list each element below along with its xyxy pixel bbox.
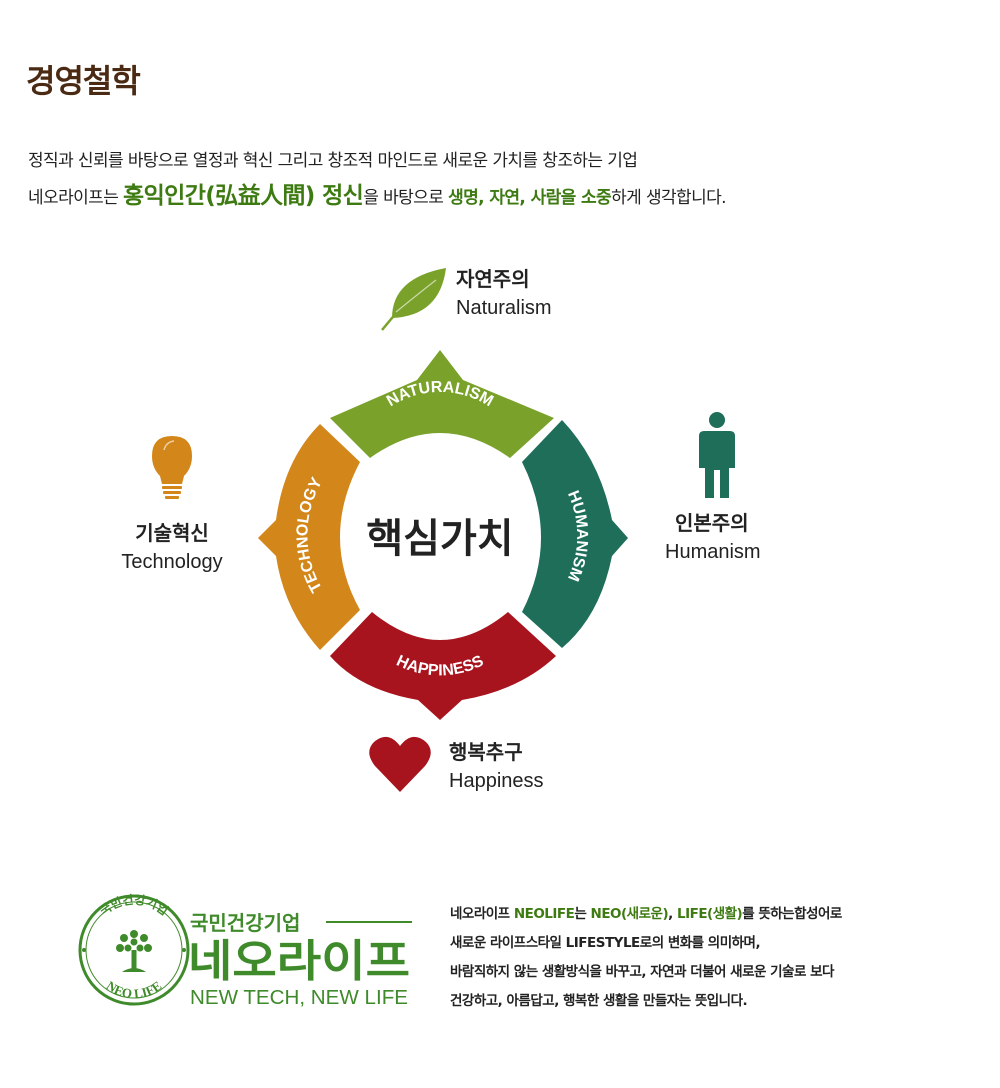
intro-line-2: 네오라이프는 홍익인간(弘益人間) 정신을 바탕으로 생명, 자연, 사람을 소… [28, 176, 727, 210]
tree-icon [116, 930, 152, 972]
description-segment: 를 뜻하는합성어로 [742, 906, 842, 922]
description-segment: 네오라이프 [450, 906, 514, 922]
lightbulb-icon [152, 436, 192, 499]
page-title: 경영철학 [26, 62, 141, 100]
logo-graphic: 국민건강기업 NEO LIFE 국민건강기업 네오라이프 NE [78, 892, 412, 1009]
intro-text-segment: 을 바탕으로 [363, 188, 449, 208]
description-line-3: 바람직하지 않는 생활방식을 바꾸고, 자연과 더불어 새로운 기술로 보다 [450, 964, 834, 980]
label-technology: 기술혁신 Technology [110, 520, 234, 576]
company-logo: 국민건강기업 NEO LIFE 국민건강기업 네오라이프 NE [76, 890, 426, 1020]
description-line-4: 건강하고, 아름답고, 행복한 생활을 만들자는 뜻입니다. [450, 993, 748, 1009]
seal-bottom-text: NEO LIFE [104, 978, 165, 1001]
label-happiness-en: Happiness [449, 770, 544, 792]
label-happiness-ko: 행복추구 [449, 742, 523, 764]
description-line-1: 네오라이프 NEOLIFE는 NEO(새로운), LIFE(생활)를 뜻하는합성… [450, 900, 842, 929]
leaf-icon [381, 268, 446, 331]
label-naturalism-ko: 자연주의 [456, 269, 530, 291]
label-technology-en: Technology [121, 551, 223, 573]
label-technology-ko: 기술혁신 [135, 523, 209, 545]
intro-text-segment: 네오라이프는 [28, 188, 124, 208]
description-highlight: LIFE(생활) [676, 906, 743, 922]
description-segment: , [668, 906, 677, 922]
logo-slogan: NEW TECH, NEW LIFE [190, 987, 408, 1009]
label-humanism: 인본주의 Humanism [665, 510, 761, 566]
core-values-diagram: NATURALISM HUMANISM HAPPINESS TECHNOLOGY… [110, 266, 761, 795]
description-segment: 는 [574, 906, 591, 922]
core-values-ring: NATURALISM HUMANISM HAPPINESS TECHNOLOGY… [152, 268, 735, 792]
brand-description: 네오라이프 NEOLIFE는 NEO(새로운), LIFE(생활)를 뜻하는합성… [450, 900, 842, 1016]
intro-text: 정직과 신뢰를 바탕으로 열정과 혁신 그리고 창조적 마인드로 새로운 가치를… [28, 146, 727, 210]
logo-kicker: 국민건강기업 [190, 911, 300, 935]
segment-naturalism [330, 350, 554, 458]
person-icon [699, 412, 735, 498]
description-highlight: NEOLIFE [513, 906, 575, 922]
label-humanism-en: Humanism [665, 541, 761, 563]
label-humanism-ko: 인본주의 [675, 513, 749, 535]
intro-line-1: 정직과 신뢰를 바탕으로 열정과 혁신 그리고 창조적 마인드로 새로운 가치를… [28, 151, 638, 171]
label-naturalism-en: Naturalism [456, 297, 552, 319]
intro-highlight-spirit: 홍익인간(弘益人間) 정신 [123, 183, 364, 209]
intro-highlight-values: 생명, 자연, 사람을 소중 [448, 188, 612, 208]
seal-emblem: 국민건강기업 NEO LIFE [78, 892, 190, 1006]
intro-text-segment: 하게 생각합니다. [611, 188, 726, 208]
description-highlight: NEO(새로운) [590, 906, 669, 922]
label-naturalism: 자연주의 Naturalism [456, 266, 552, 322]
label-happiness: 행복추구 Happiness [449, 739, 544, 795]
segment-humanism [522, 420, 628, 648]
segment-happiness [330, 612, 556, 720]
segment-technology [258, 424, 360, 650]
heart-icon [369, 736, 431, 792]
description-line-2: 새로운 라이프스타일 LIFESTYLE로의 변화를 의미하며, [450, 935, 761, 951]
diagram-center-label: 핵심가치 [366, 516, 513, 562]
logo-name: 네오라이프 [188, 936, 410, 987]
